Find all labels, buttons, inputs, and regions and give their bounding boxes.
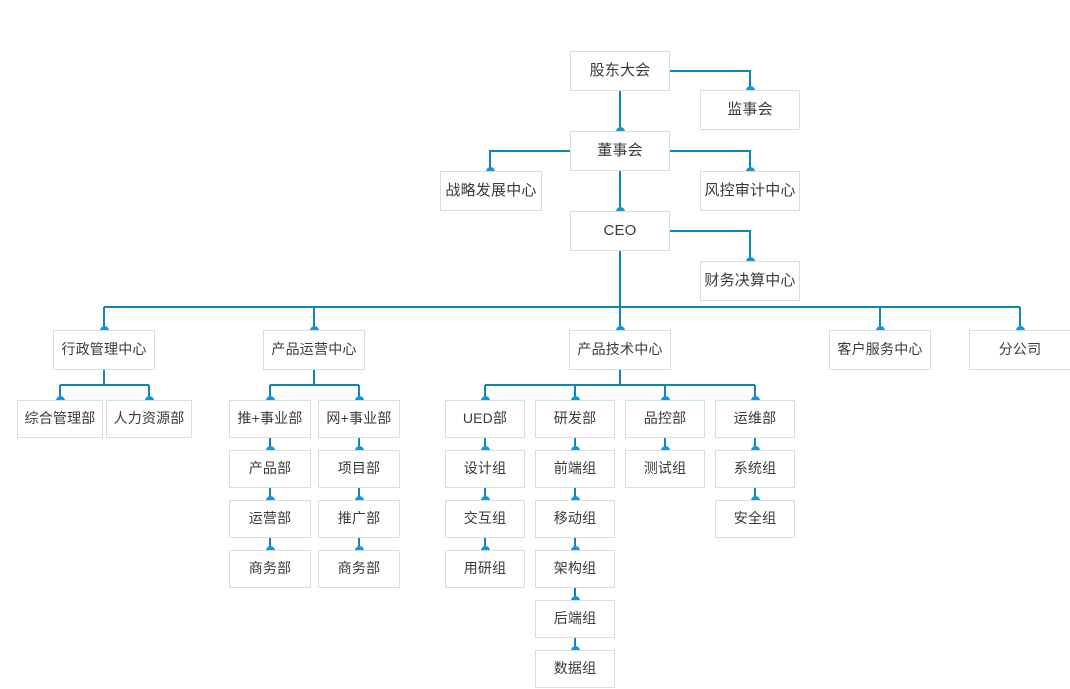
- node-strategy-development-center[interactable]: 战略发展中心: [440, 171, 542, 211]
- node-human-resources-dept[interactable]: 人力资源部: [106, 400, 192, 438]
- node-interaction-group[interactable]: 交互组: [445, 500, 525, 538]
- node-product-operations-center[interactable]: 产品运营中心: [263, 330, 365, 370]
- node-admin-management-center[interactable]: 行政管理中心: [53, 330, 155, 370]
- node-ued-dept[interactable]: UED部: [445, 400, 525, 438]
- node-rnd-dept[interactable]: 研发部: [535, 400, 615, 438]
- node-mobile-group[interactable]: 移动组: [535, 500, 615, 538]
- node-branch-company[interactable]: 分公司: [969, 330, 1070, 370]
- node-data-group[interactable]: 数据组: [535, 650, 615, 688]
- node-ceo[interactable]: CEO: [570, 211, 670, 251]
- node-backend-group[interactable]: 后端组: [535, 600, 615, 638]
- node-wang-business-unit[interactable]: 网+事业部: [318, 400, 400, 438]
- node-business-dept-tui[interactable]: 商务部: [229, 550, 311, 588]
- node-operations-dept[interactable]: 运营部: [229, 500, 311, 538]
- node-security-group[interactable]: 安全组: [715, 500, 795, 538]
- node-product-dept[interactable]: 产品部: [229, 450, 311, 488]
- node-architecture-group[interactable]: 架构组: [535, 550, 615, 588]
- node-system-group[interactable]: 系统组: [715, 450, 795, 488]
- node-design-group[interactable]: 设计组: [445, 450, 525, 488]
- node-frontend-group[interactable]: 前端组: [535, 450, 615, 488]
- node-quality-control-dept[interactable]: 品控部: [625, 400, 705, 438]
- node-testing-group[interactable]: 测试组: [625, 450, 705, 488]
- node-promotion-dept[interactable]: 推广部: [318, 500, 400, 538]
- node-customer-service-center[interactable]: 客户服务中心: [829, 330, 931, 370]
- node-supervisory-board[interactable]: 监事会: [700, 90, 800, 130]
- node-business-dept-wang[interactable]: 商务部: [318, 550, 400, 588]
- node-tui-business-unit[interactable]: 推+事业部: [229, 400, 311, 438]
- node-risk-audit-center[interactable]: 风控审计中心: [700, 171, 800, 211]
- node-shareholders-meeting[interactable]: 股东大会: [570, 51, 670, 91]
- node-user-research-group[interactable]: 用研组: [445, 550, 525, 588]
- node-product-technology-center[interactable]: 产品技术中心: [569, 330, 671, 370]
- node-finance-settlement-center[interactable]: 财务决算中心: [700, 261, 800, 301]
- node-project-dept[interactable]: 项目部: [318, 450, 400, 488]
- node-general-management-dept[interactable]: 综合管理部: [17, 400, 103, 438]
- node-operations-maintenance-dept[interactable]: 运维部: [715, 400, 795, 438]
- node-board-of-directors[interactable]: 董事会: [570, 131, 670, 171]
